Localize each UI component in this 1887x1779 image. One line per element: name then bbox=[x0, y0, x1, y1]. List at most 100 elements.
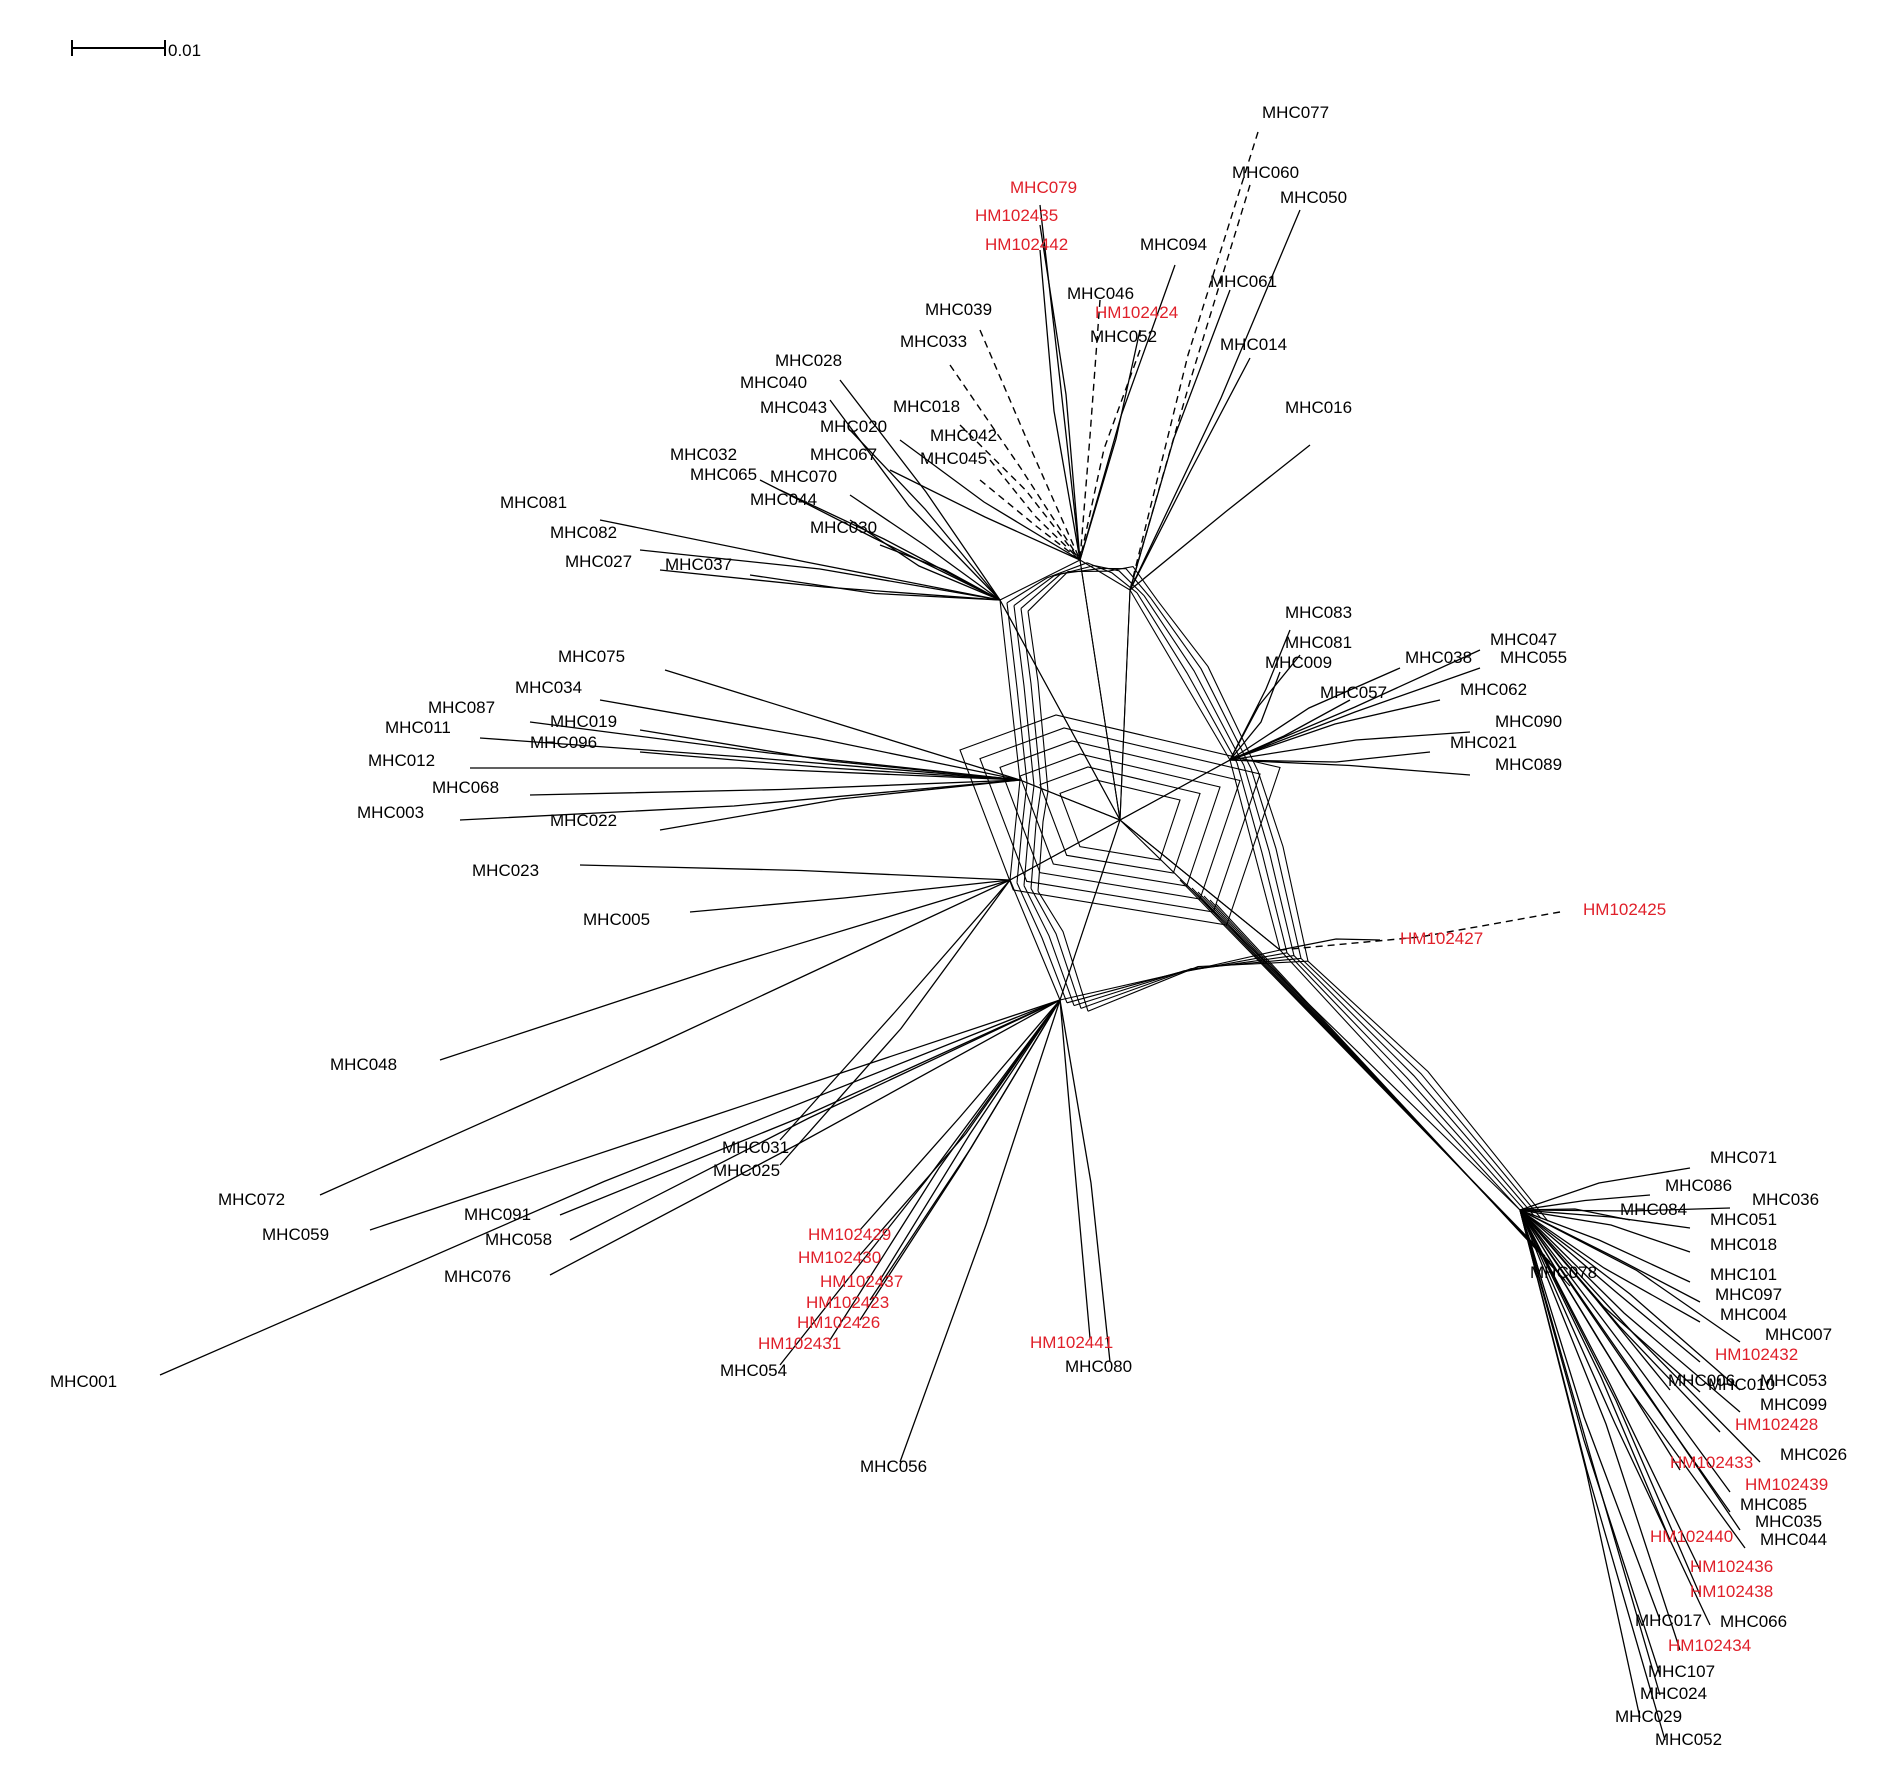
taxon-label: MHC035 bbox=[1755, 1512, 1822, 1531]
leaf-edge bbox=[639, 751, 1021, 781]
taxon-label: MHC029 bbox=[1615, 1707, 1682, 1726]
taxon-label: MHC047 bbox=[1490, 630, 1557, 649]
leaf-edge bbox=[829, 999, 1061, 1341]
split-edge bbox=[1250, 768, 1302, 959]
taxon-label: MHC022 bbox=[550, 811, 617, 830]
split-edge bbox=[1079, 559, 1131, 821]
leaf-edge bbox=[579, 864, 1011, 881]
leaf-edges bbox=[159, 131, 1761, 1741]
leaf-edge bbox=[549, 999, 1061, 1276]
taxon-label: MHC077 bbox=[1262, 103, 1329, 122]
split-edge bbox=[1023, 885, 1075, 1006]
split-edge bbox=[1013, 565, 1095, 607]
split-edge bbox=[1243, 765, 1295, 956]
taxon-label: MHC012 bbox=[368, 751, 435, 770]
leaf-edge bbox=[1519, 1209, 1721, 1433]
taxon-label: MHC007 bbox=[1765, 1325, 1832, 1344]
leaf-edge bbox=[1229, 699, 1351, 761]
taxon-label: MHC096 bbox=[530, 733, 597, 752]
taxon-label: HM102430 bbox=[798, 1248, 881, 1267]
leaf-edge bbox=[1059, 999, 1111, 1363]
leaf-edge bbox=[659, 779, 1021, 831]
leaf-edge bbox=[849, 519, 1001, 601]
taxon-label: MHC054 bbox=[720, 1361, 787, 1380]
split-edge bbox=[1030, 788, 1042, 889]
taxon-label: MHC055 bbox=[1500, 648, 1567, 667]
leaf-edge bbox=[319, 879, 1011, 1196]
split-edge bbox=[1009, 779, 1021, 881]
split-box bbox=[1019, 753, 1221, 887]
taxon-label: MHC010 bbox=[1708, 1375, 1775, 1394]
leaf-edge bbox=[1519, 1208, 1631, 1221]
taxon-label: HM102440 bbox=[1650, 1527, 1733, 1546]
leaf-edge bbox=[369, 999, 1061, 1231]
taxon-label: MHC021 bbox=[1450, 733, 1517, 752]
leaf-edge bbox=[1519, 1209, 1701, 1363]
leaf-edge bbox=[859, 999, 1061, 1231]
taxon-label: MHC087 bbox=[428, 698, 495, 717]
taxon-label: MHC019 bbox=[550, 712, 617, 731]
leaf-edge bbox=[1039, 249, 1081, 561]
leaf-edge bbox=[1519, 1209, 1671, 1541]
taxon-label: MHC076 bbox=[444, 1267, 511, 1286]
taxon-label: MHC089 bbox=[1495, 755, 1562, 774]
taxon-label: MHC023 bbox=[472, 861, 539, 880]
split-edge bbox=[1136, 592, 1238, 764]
leaf-edge bbox=[1039, 224, 1081, 561]
leaf-edge bbox=[879, 999, 1061, 1281]
taxon-label: MHC025 bbox=[713, 1161, 780, 1180]
split-edge bbox=[1037, 791, 1049, 892]
taxon-label: MHC094 bbox=[1140, 235, 1207, 254]
leaf-edge bbox=[779, 879, 1011, 1166]
leaf-edge bbox=[1519, 1209, 1701, 1323]
taxon-label: MHC043 bbox=[760, 398, 827, 417]
leaf-edge bbox=[1519, 1209, 1691, 1253]
leaf-edge bbox=[979, 479, 1081, 561]
split-edge bbox=[1016, 882, 1068, 1003]
leaf-edge bbox=[559, 999, 1061, 1216]
taxon-label: MHC080 bbox=[1065, 1357, 1132, 1376]
split-edge bbox=[1107, 565, 1159, 602]
taxon-label: MHC053 bbox=[1760, 1371, 1827, 1390]
taxon-label: MHC020 bbox=[820, 417, 887, 436]
leaf-edge bbox=[1229, 654, 1301, 761]
taxon-label: MHC101 bbox=[1710, 1265, 1777, 1284]
split-edge bbox=[1150, 598, 1252, 769]
leaf-edge bbox=[1129, 131, 1259, 591]
leaf-edge bbox=[1519, 1209, 1761, 1463]
leaf-edge bbox=[1229, 699, 1441, 761]
taxon-label: MHC071 bbox=[1710, 1148, 1777, 1167]
leaf-edge bbox=[849, 429, 1001, 601]
taxon-label: HM102426 bbox=[797, 1313, 880, 1332]
leaf-edge bbox=[1519, 1209, 1701, 1596]
taxon-label: MHC001 bbox=[50, 1372, 117, 1391]
taxon-label: MHC072 bbox=[218, 1190, 285, 1209]
leaf-edge bbox=[1519, 1209, 1701, 1571]
taxon-label: MHC052 bbox=[1090, 327, 1157, 346]
taxon-label: MHC086 bbox=[1665, 1176, 1732, 1195]
split-edge bbox=[1027, 611, 1049, 792]
leaf-edge bbox=[1519, 1167, 1691, 1211]
taxon-label: MHC030 bbox=[810, 518, 877, 537]
split-edge bbox=[1006, 562, 1088, 604]
network-splits bbox=[959, 559, 1571, 1287]
split-edge bbox=[999, 599, 1122, 822]
leaf-edge bbox=[569, 999, 1061, 1241]
split-edge bbox=[1030, 888, 1082, 1009]
taxon-label: MHC040 bbox=[740, 373, 807, 392]
leaf-edge bbox=[599, 519, 1001, 601]
leaf-edge bbox=[759, 479, 1001, 601]
split-edge bbox=[1006, 602, 1028, 783]
leaf-edge bbox=[1519, 1207, 1731, 1212]
leaf-edge bbox=[899, 999, 1061, 1463]
taxon-label: MHC070 bbox=[770, 467, 837, 486]
taxon-label: MHC039 bbox=[925, 300, 992, 319]
split-edge bbox=[1016, 782, 1028, 883]
split-edge bbox=[1300, 958, 1542, 1219]
taxon-label: MHC091 bbox=[464, 1205, 531, 1224]
taxon-label: MHC090 bbox=[1495, 712, 1562, 731]
taxon-label: MHC061 bbox=[1210, 272, 1277, 291]
taxon-label: MHC018 bbox=[893, 397, 960, 416]
leaf-edge bbox=[1229, 667, 1401, 761]
leaf-edge bbox=[1519, 1209, 1661, 1621]
